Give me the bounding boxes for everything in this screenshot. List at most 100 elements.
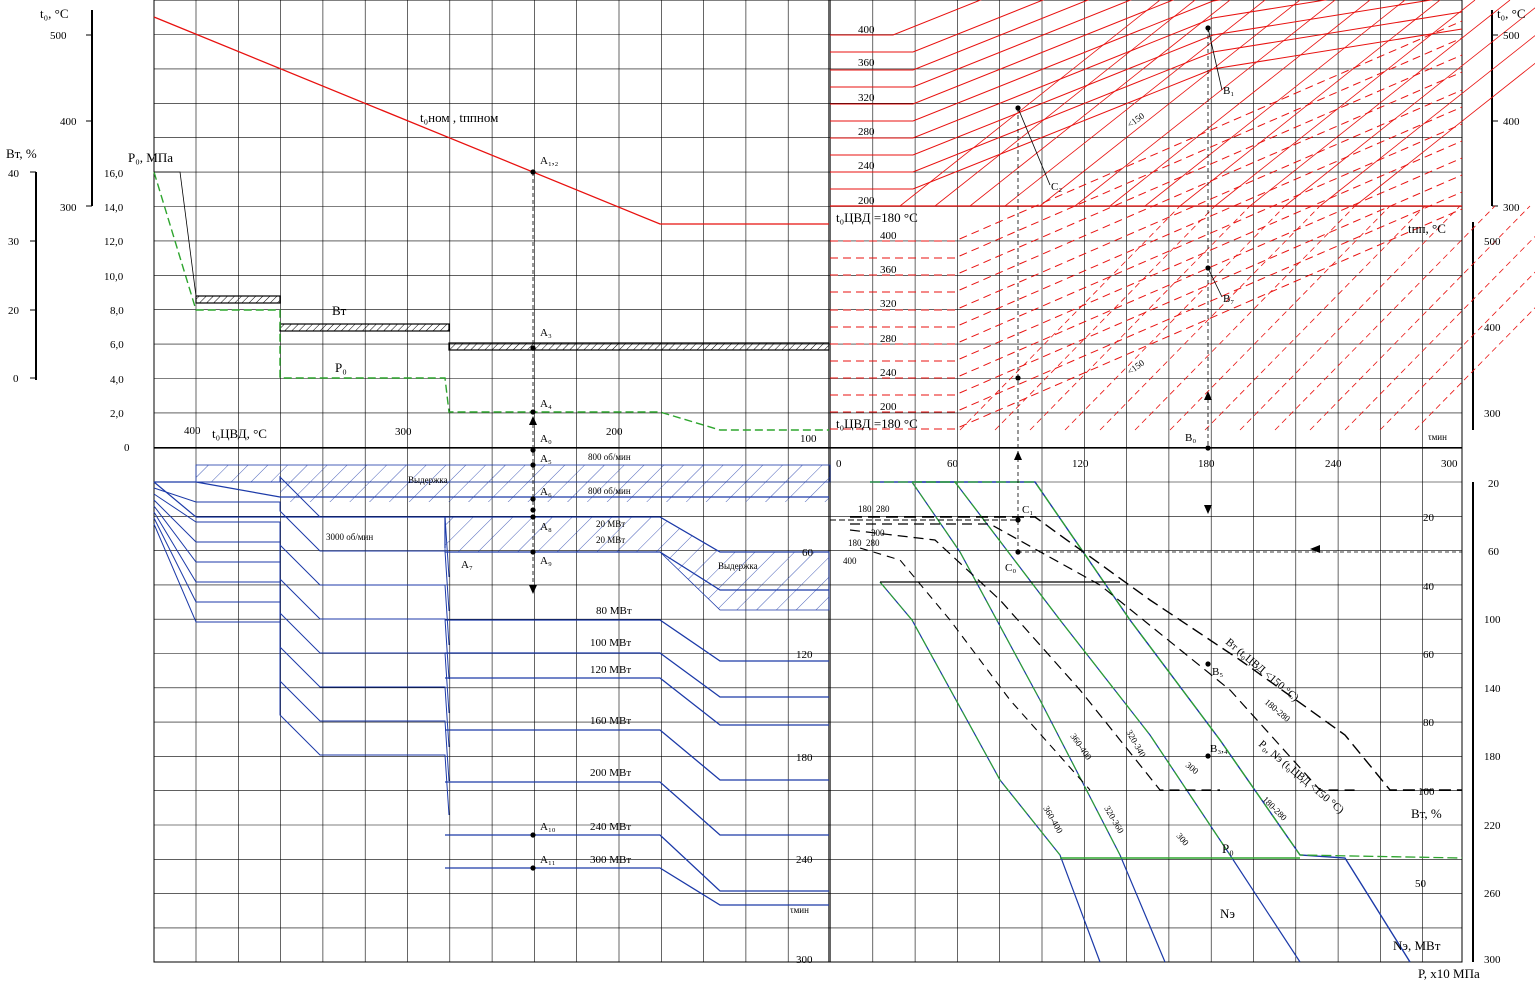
- leader-B1: [1207, 27, 1223, 91]
- curve-360-400-g: [879, 581, 1061, 856]
- point-A5: A₅: [540, 453, 552, 465]
- point-C1: С₁: [1022, 504, 1033, 516]
- temp-label: 360: [858, 57, 875, 69]
- point-marker: [530, 496, 536, 502]
- tpp-fan-diag: [1274, 205, 1496, 431]
- bt-tick: 0: [13, 373, 19, 385]
- p-bottom-title: P, х10 МПа: [1418, 966, 1480, 981]
- tau-tick: 300: [1441, 458, 1458, 470]
- point-markers: [529, 25, 1320, 871]
- temp-fan-diag: [1319, 35, 1535, 207]
- arrow-marker: [529, 585, 537, 594]
- t0-start-title: t₀ЦВД, °C: [212, 426, 267, 441]
- t0-axis-title: t₀, °C: [40, 6, 69, 21]
- point-C0: С₀: [1005, 562, 1016, 574]
- point-B34: В₃,₄: [1210, 743, 1228, 755]
- tpp-fan-line: [830, 157, 1463, 379]
- tau-tick-left: 60: [802, 547, 814, 559]
- bt-bar-3: [448, 342, 830, 351]
- load-20a: 20 МВт: [596, 519, 625, 529]
- tau-tick: 240: [1325, 458, 1342, 470]
- arrow-marker: [1014, 451, 1022, 460]
- temp-label: 320: [880, 298, 897, 310]
- right-outer-tick: 180: [1484, 751, 1501, 763]
- temp-label: 200: [880, 401, 897, 413]
- point-A12: A₁,₂: [540, 155, 559, 167]
- tpp-fan-line: [830, 37, 1463, 259]
- series-t0-nom: [153, 16, 829, 225]
- curve-360-400b-label: 360-400: [1041, 804, 1065, 835]
- temp-fan-line: [830, 28, 1463, 190]
- point-B1: В₁: [1223, 85, 1234, 97]
- tpp-fan-line: [830, 71, 1463, 293]
- point-marker: [1205, 25, 1211, 31]
- curve-180-280-g: [870, 481, 1231, 856]
- tpp-fan-diag: [1064, 205, 1286, 431]
- temp-label: 400: [880, 230, 897, 242]
- tpp-fan-line: [830, 106, 1463, 328]
- speed-800-bot: 800 об/мин: [588, 486, 631, 496]
- bt-label: Вт: [332, 303, 347, 318]
- load-160: 160 МВт: [590, 715, 631, 727]
- point-B0: В₀: [1185, 432, 1196, 444]
- temp-fan-line: [830, 0, 1435, 156]
- tpp-fan-diag: [1344, 235, 1535, 431]
- temp-fan-line: [830, 0, 1090, 71]
- tpp-tick: 400: [1484, 322, 1501, 334]
- tpp-fan-diag: [1239, 205, 1461, 431]
- series-p0-main: [912, 481, 1463, 859]
- point-marker: [530, 345, 536, 351]
- curve-300-g: [870, 481, 1121, 856]
- point-marker: [530, 832, 536, 838]
- power-load-160: [445, 729, 829, 781]
- curve-bt-4: [859, 547, 1091, 791]
- point-B7: В₇: [1223, 293, 1234, 305]
- temp-fan-diag: [899, 0, 1161, 207]
- temp-fan-diag: [1144, 0, 1406, 207]
- curve-320-360-label: 320-360: [1102, 804, 1126, 835]
- bt-tick: 30: [8, 236, 20, 248]
- tpp-fan-line: [830, 208, 1463, 430]
- t0-start-tick: 400: [184, 425, 201, 437]
- p0-bottom-label: P₀: [1222, 841, 1234, 856]
- power-load-20: [445, 516, 829, 553]
- right-t0-tick: 500: [1503, 30, 1520, 42]
- bt-tick: 40: [8, 168, 20, 180]
- power-startup-line: [153, 487, 450, 612]
- load-200: 200 МВт: [590, 767, 631, 779]
- tpp-fan-diag: [1169, 205, 1391, 431]
- tpp-tick: 500: [1484, 236, 1501, 248]
- point-marker: [1205, 265, 1211, 271]
- tau-tick: 60: [947, 458, 959, 470]
- leader-C2: [1017, 107, 1051, 186]
- curve-bt-2: [850, 523, 1360, 791]
- right-outer-tick: 100: [1484, 614, 1501, 626]
- point-marker: [1015, 517, 1021, 523]
- tpp-fan-diag: [1309, 205, 1531, 431]
- temp-label: 240: [880, 367, 897, 379]
- right-t0-tick: 300: [1503, 202, 1520, 214]
- load-300: 300 МВт: [590, 854, 631, 866]
- p0-tick: 8,0: [110, 305, 124, 317]
- power-load-200: [445, 781, 829, 836]
- speed-800: [154, 481, 829, 498]
- tpp-fan-line: [830, 140, 1463, 362]
- tpp-fan-diag: [959, 205, 1181, 431]
- power-startup-line: [153, 511, 450, 748]
- right-outer-tick: 60: [1488, 546, 1500, 558]
- right-outer-tick: 20: [1488, 478, 1500, 490]
- load-20b: 20 МВт: [596, 535, 625, 545]
- arrow-marker: [1204, 391, 1212, 400]
- point-C2: С₂: [1051, 181, 1062, 193]
- point-marker: [530, 514, 536, 520]
- point-marker: [530, 549, 536, 555]
- point-A11: A₁₁: [540, 854, 556, 866]
- temp-label: 400: [858, 24, 875, 36]
- point-A3: A₃: [540, 327, 552, 339]
- tau-tick: 0: [836, 458, 842, 470]
- right-outer-tick: 260: [1484, 888, 1501, 900]
- right-outer-tick: 300: [1484, 954, 1501, 966]
- small-temp-label: 400: [843, 556, 857, 566]
- point-marker: [530, 462, 536, 468]
- hold-zone-bottom: [444, 516, 830, 611]
